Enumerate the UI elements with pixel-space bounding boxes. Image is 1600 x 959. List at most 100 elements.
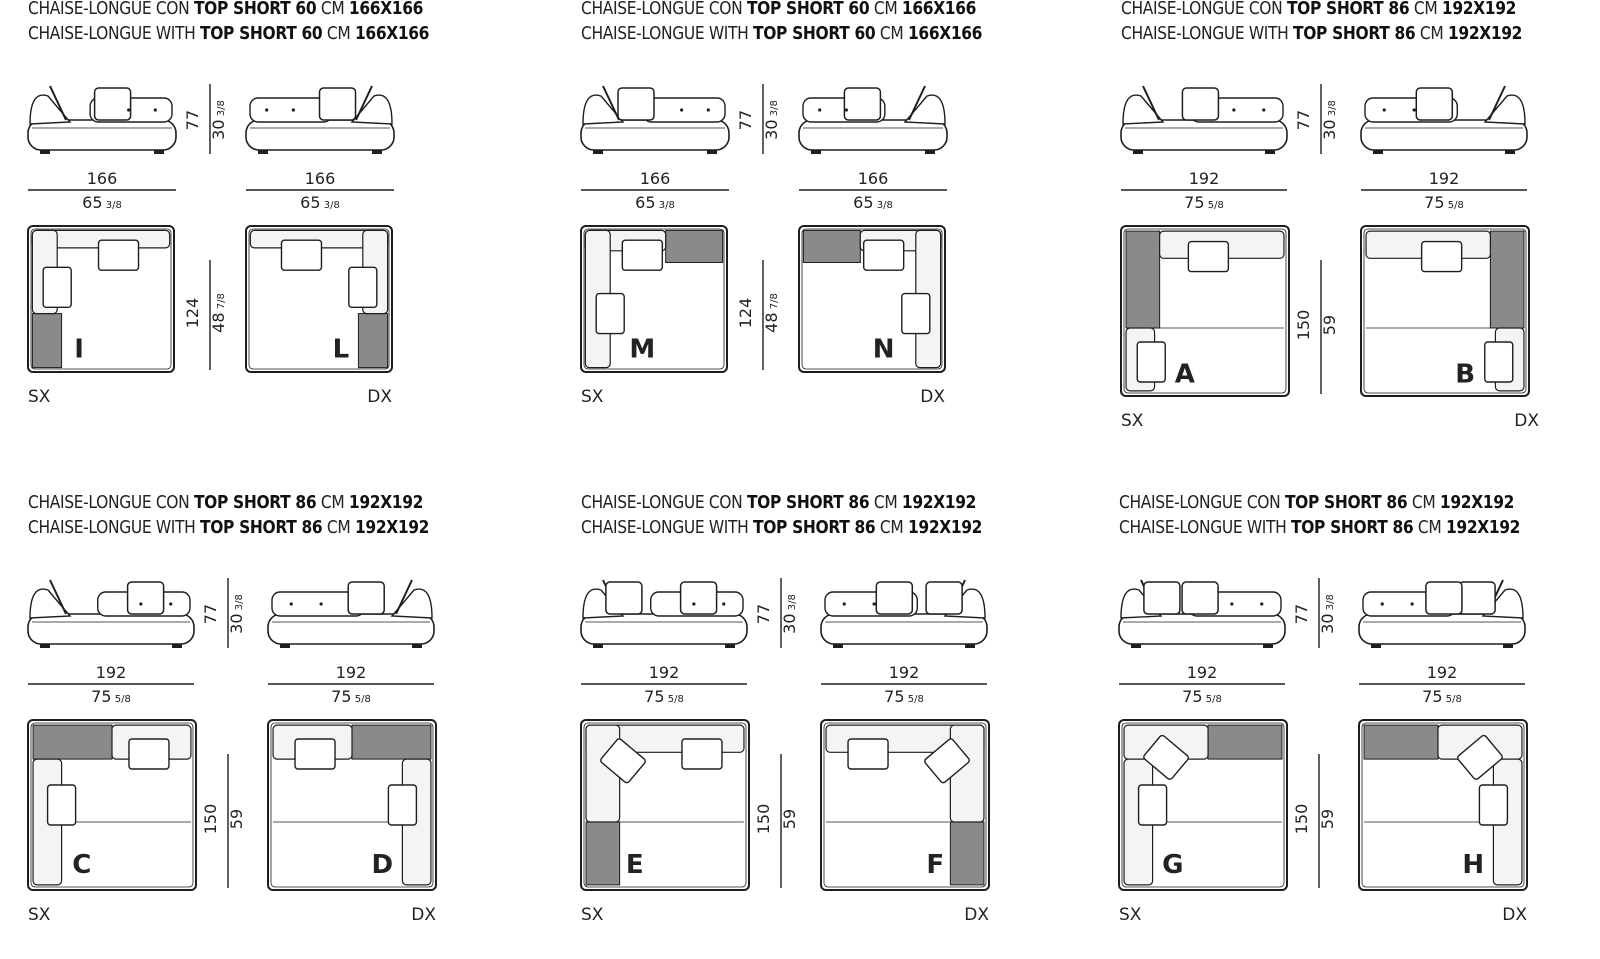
sofa-foot [965,644,975,648]
depth-cm-label: 150 [1294,310,1313,341]
title-english: CHAISE-LONGUE WITH TOP SHORT 86 CM 192X1… [1119,517,1521,538]
cushion [862,239,905,271]
cushion [1143,581,1181,615]
height-cm-label: 77 [201,604,220,624]
width-right-inch-label: 75 5/8 [884,687,924,706]
depth-cm-label: 124 [736,298,755,329]
side-label-right: DX [1502,905,1527,925]
cushion [294,738,336,770]
button-detail [169,602,173,606]
cushion [126,581,165,615]
panel-title: CHAISE-LONGUE CON TOP SHORT 60 CM 166X16… [581,0,982,46]
depth-inch-label: 59 [227,809,246,829]
top-short-area [585,821,621,886]
title-english: CHAISE-LONGUE WITH TOP SHORT 60 CM 166X1… [581,23,983,44]
module-letter: C [72,850,91,880]
panel-title: CHAISE-LONGUE CON TOP SHORT 86 CM 192X19… [1119,490,1520,540]
sofa-foot [925,150,935,154]
sofa-backrest [350,94,393,125]
width-left-cm-label: 192 [1187,663,1218,682]
sofa-base [1118,613,1286,645]
plan-inner-outline [801,228,943,370]
side-view [267,579,435,648]
sofa-backrest [29,94,72,125]
side-view [798,85,948,154]
cushion [925,581,963,615]
cushion [847,738,889,770]
sofa-foot [280,644,290,648]
side-view [27,85,177,154]
cushion [1187,240,1230,273]
module-letter: L [333,334,350,364]
title-english: CHAISE-LONGUE WITH TOP SHORT 86 CM 192X1… [28,517,430,538]
cushion [1420,240,1463,273]
cushion [1181,581,1219,615]
sofa-backrest [1483,94,1526,125]
button-detail [139,602,143,606]
sofa-foot [1131,644,1141,648]
width-left-inch-label: 75 5/8 [91,687,131,706]
cushion [42,266,72,309]
panel-title: CHAISE-LONGUE CON TOP SHORT 60 CM 166X16… [28,0,429,46]
side-view [1360,85,1528,154]
cushion [97,239,140,271]
sofa-base [245,119,395,151]
panel-6: CHAISE-LONGUE CON TOP SHORT 86 CM 192X19… [1118,490,1559,930]
sofa-base [1120,119,1288,151]
top-short-area [1363,724,1439,760]
plan-inner-outline [583,722,747,888]
button-detail [265,108,269,112]
button-detail [127,108,131,112]
cushion [679,581,718,615]
cushion [621,239,664,271]
sofa-backrest [1122,94,1165,125]
sofa-foot [811,150,821,154]
cushion [1457,734,1503,780]
module-letter: G [1162,850,1183,880]
cushion [1478,784,1509,826]
button-detail [1232,108,1236,112]
sofa-backrest-edge [602,85,620,121]
sofa-backrest-edge [355,85,373,121]
side-view [1358,579,1526,648]
side-view [1120,85,1288,154]
side-view [580,85,730,154]
sofa-foot [412,644,422,648]
sofa-base [1360,119,1528,151]
width-left-cm-label: 166 [640,169,671,188]
sofa-foot [1503,644,1513,648]
sofa-foot [833,644,843,648]
module-letter: I [74,334,84,364]
top-short-area [357,313,389,369]
cushion [1425,581,1463,615]
width-left-cm-label: 192 [1189,169,1220,188]
button-detail [1382,108,1386,112]
plan-inner-outline [30,228,172,370]
title-italian: CHAISE-LONGUE CON TOP SHORT 86 CM 192X19… [1119,492,1515,513]
button-detail [692,602,696,606]
width-right-inch-label: 75 5/8 [331,687,371,706]
height-inch-label: 30 3/8 [780,594,799,634]
plan-inner-outline [1363,228,1527,394]
depth-inch-label: 48 7/8 [209,293,228,333]
sofa-backrest-edge [395,579,413,615]
sofa-foot [1371,644,1381,648]
sofa-base [27,119,177,151]
top-short-area [802,229,861,264]
cushion [681,738,723,770]
depth-inch-label: 59 [1320,315,1339,335]
height-cm-label: 77 [1292,604,1311,624]
side-label-right: DX [1514,411,1539,431]
width-left-inch-label: 65 3/8 [82,193,122,212]
cushion [1137,784,1168,826]
top-short-area [32,724,113,760]
title-italian: CHAISE-LONGUE CON TOP SHORT 86 CM 192X19… [1121,0,1517,19]
button-detail [680,108,684,112]
sofa-foot [1505,150,1515,154]
